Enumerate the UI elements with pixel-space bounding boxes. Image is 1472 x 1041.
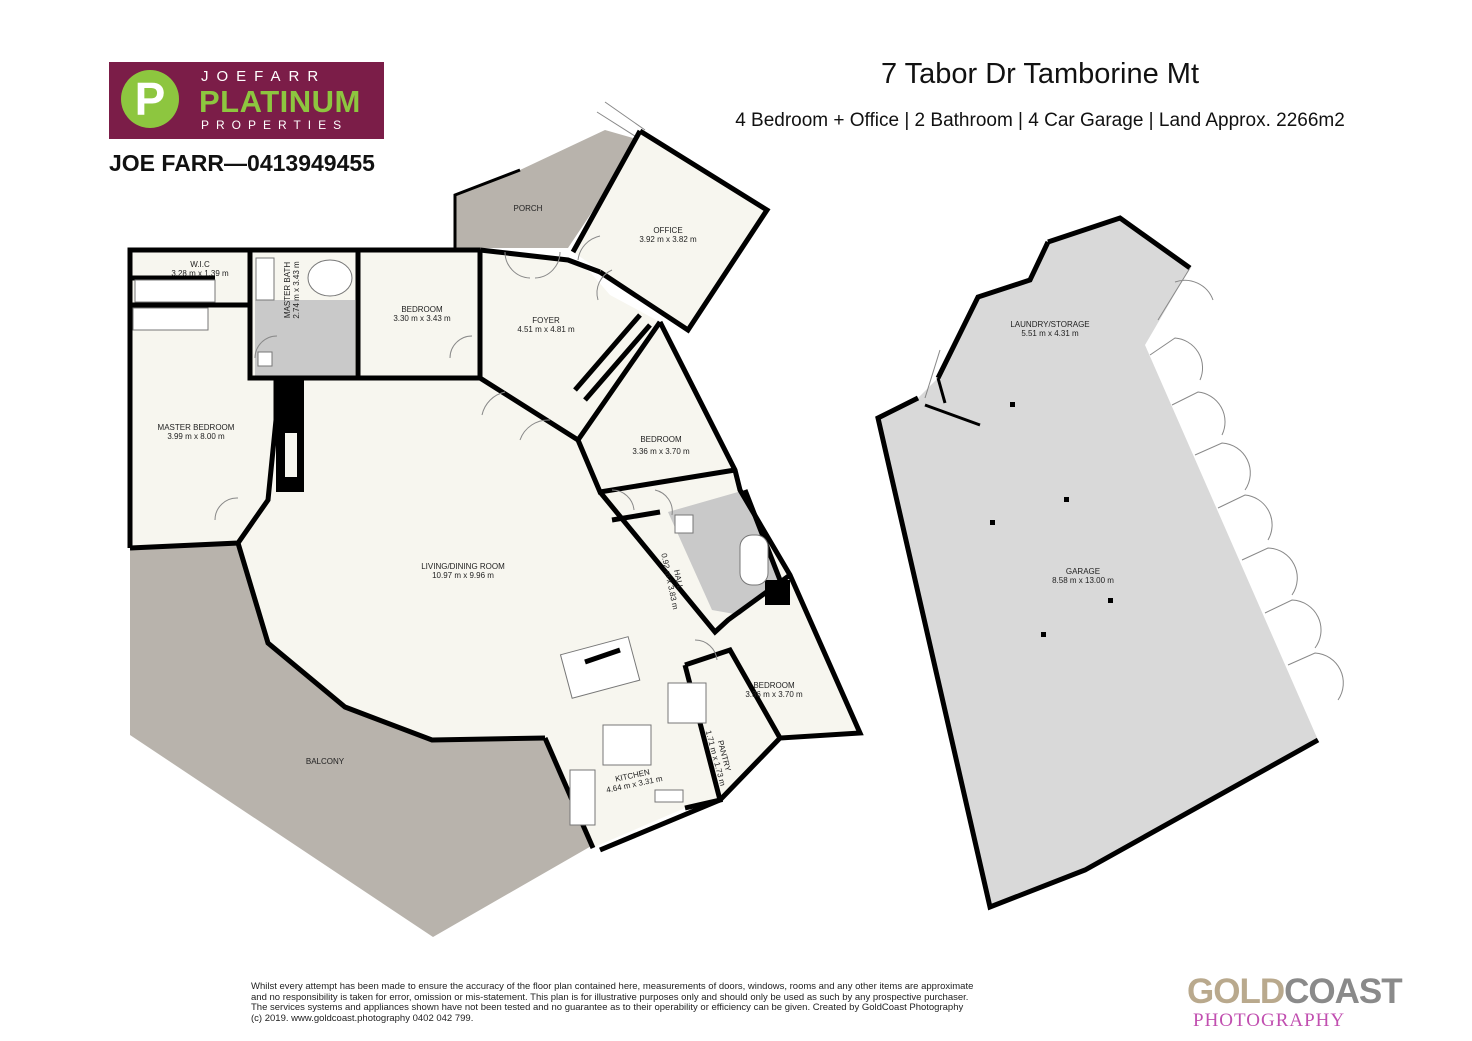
- fixtures: [132, 257, 769, 826]
- bedroom1-label: BEDROOM: [401, 305, 443, 314]
- porch-label: PORCH: [514, 204, 543, 213]
- credit-part2: COAST: [1284, 972, 1402, 1011]
- disclaimer: Whilst every attempt has been made to en…: [251, 981, 1051, 1024]
- garage-dim: 8.58 m x 13.00 m: [1052, 576, 1114, 585]
- foyer-label: FOYER: [532, 316, 560, 325]
- bedroom2-label: BEDROOM: [640, 435, 682, 444]
- master-bedroom-dim: 3.99 m x 8.00 m: [167, 432, 225, 441]
- house-walls: [127, 247, 864, 853]
- office-label: OFFICE: [653, 226, 682, 235]
- room-labels: PORCH OFFICE 3.92 m x 3.82 m W.I.C 3.28 …: [158, 204, 1115, 795]
- photographer-logo-subtitle: PHOTOGRAPHY: [1193, 1010, 1346, 1031]
- doors: [214, 235, 941, 713]
- master-bath-label: MASTER BATH: [283, 262, 292, 319]
- property-summary: 4 Bedroom + Office | 2 Bathroom | 4 Car …: [735, 110, 1345, 131]
- foyer-dim: 4.51 m x 4.81 m: [517, 325, 575, 334]
- garage-doors: [1149, 267, 1344, 701]
- p-logo-icon: P: [121, 70, 179, 128]
- agent-contact: JOE FARR—0413949455: [109, 150, 375, 176]
- bedroom2-dim: 3.36 m x 3.70 m: [632, 447, 690, 456]
- wic-dim: 3.28 m x 1.39 m: [171, 269, 229, 278]
- porch-area: [455, 130, 640, 248]
- garage-floor: [878, 218, 1318, 907]
- office-walls: [570, 128, 771, 334]
- balcony-label: BALCONY: [306, 757, 345, 766]
- master-bath-dim: 2.74 m x 3.43 m: [292, 261, 301, 319]
- garage-label: GARAGE: [1066, 567, 1100, 576]
- master-bedroom-label: MASTER BEDROOM: [158, 423, 235, 432]
- porch-edge: [453, 168, 521, 248]
- living-dim: 10.97 m x 9.96 m: [432, 571, 494, 580]
- balcony-area: [130, 543, 593, 937]
- bedroom1-dim: 3.30 m x 3.43 m: [393, 314, 451, 323]
- bedroom3-label: BEDROOM: [753, 681, 795, 690]
- laundry-partition: [924, 377, 981, 427]
- disclaimer-line: (c) 2019. www.goldcoast.photography 0402…: [251, 1012, 474, 1024]
- disclaimer-line: Whilst every attempt has been made to en…: [251, 981, 974, 992]
- credit-part1: GOLD: [1187, 972, 1285, 1011]
- living-label: LIVING/DINING ROOM: [421, 562, 505, 571]
- logo-line-bot: PROPERTIES: [201, 118, 349, 132]
- garage-walls: [875, 215, 1320, 911]
- agency-logo: P JOEFARR PLATINUM PROPERTIES: [109, 62, 384, 139]
- porch-steps: [596, 101, 646, 139]
- garage-posts: [990, 402, 1113, 637]
- property-address: 7 Tabor Dr Tamborine Mt: [880, 58, 1200, 90]
- office-dim: 3.92 m x 3.82 m: [639, 235, 697, 244]
- wic-label: W.I.C: [190, 260, 210, 269]
- disclaimer-line: and no responsibility is taken for error…: [251, 991, 969, 1003]
- logo-line-mid: PLATINUM: [199, 84, 361, 119]
- hall-label: HALL: [672, 569, 685, 591]
- logo-line-top: JOEFARR: [201, 68, 327, 85]
- laundry-label: LAUNDRY/STORAGE: [1010, 320, 1089, 329]
- disclaimer-line: The services systems and appliances show…: [251, 1002, 964, 1014]
- laundry-dim: 5.51 m x 4.31 m: [1021, 329, 1079, 338]
- bedroom3-dim: 3.36 m x 3.70 m: [745, 690, 803, 699]
- photographer-logo: GOLDCOAST: [1187, 972, 1403, 1012]
